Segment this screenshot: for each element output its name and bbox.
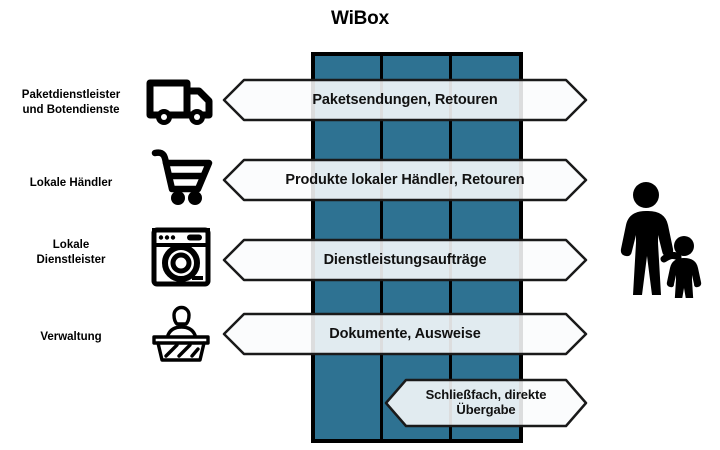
flow-arrow-produkte[interactable]: Produkte lokaler Händler, Retouren (222, 158, 588, 202)
row-label-line1: Paketdienstleister (21, 89, 121, 101)
row-label-verwaltung: Verwaltung (6, 330, 136, 345)
shopping-cart-icon (142, 146, 220, 208)
flow-arrow-dokumente[interactable]: Dokumente, Ausweise (222, 312, 588, 356)
flow-arrow-label-line2: Übergabe (456, 402, 516, 417)
flow-arrow-dienstleistungsauftraege[interactable]: Dienstleistungsaufträge (222, 238, 588, 282)
double-arrow-shape (222, 78, 588, 122)
double-arrow-shape (384, 378, 588, 428)
row-label-line1: Lokale Händler (29, 177, 113, 189)
flow-arrow-label: Dienstleistungsaufträge (323, 251, 487, 268)
row-label-line2: Dienstleister (36, 253, 106, 266)
row-label-lokale-dienstleister: Lokale Dienstleister (6, 238, 136, 267)
flow-arrow-label: Dokumente, Ausweise (329, 325, 481, 342)
delivery-truck-icon (142, 70, 220, 132)
row-label-line1: Verwaltung (40, 331, 102, 343)
flow-arrow-paketsendungen[interactable]: Paketsendungen, Retouren (222, 78, 588, 122)
page-title: WiBox (331, 8, 389, 29)
flow-arrow-label: Paketsendungen, Retouren (312, 91, 498, 108)
double-arrow-shape (222, 158, 588, 202)
row-label-line2: und Botendienste (22, 103, 120, 116)
row-label-paketdienstleister: Paketdienstleister und Botendienste (6, 88, 136, 117)
row-label-line1: Lokale (52, 239, 90, 251)
double-arrow-shape (222, 312, 588, 356)
flow-arrow-label: Produkte lokaler Händler, Retouren (285, 171, 525, 188)
adult-and-child-icon (614, 180, 702, 311)
flow-arrow-schliessfach[interactable]: Schließfach, direkte Übergabe (384, 378, 588, 428)
service-counter-icon (142, 302, 220, 364)
flow-arrow-label: Schließfach, direkte Übergabe (384, 378, 588, 428)
flow-arrow-label-line1: Schließfach, direkte (425, 387, 547, 403)
washing-machine-icon (142, 226, 220, 288)
row-label-lokale-haendler: Lokale Händler (6, 176, 136, 191)
double-arrow-shape (222, 238, 588, 282)
